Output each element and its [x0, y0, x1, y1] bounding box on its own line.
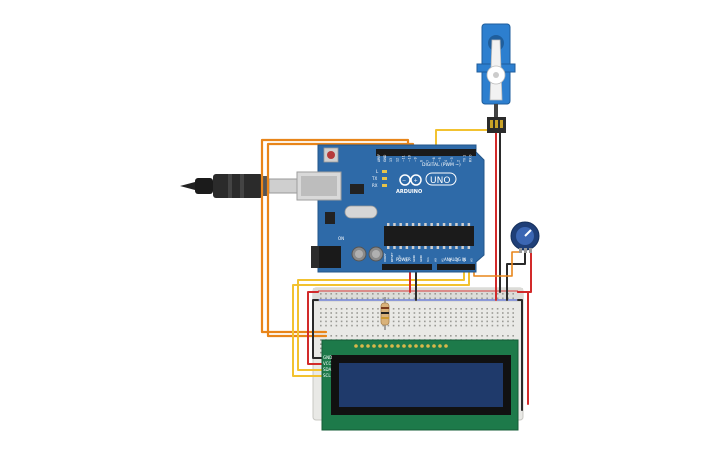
- servo-motor: [476, 23, 516, 133]
- power-header: [382, 264, 432, 270]
- pin-label-bottom: 5V: [405, 257, 409, 262]
- arduino-logo-icon: − +: [399, 174, 422, 186]
- led-label-rx: RX: [372, 183, 378, 188]
- on-label: ON: [338, 236, 344, 241]
- board-brand: ARDUINO: [396, 189, 422, 195]
- pin-label-top: RX 0: [469, 155, 473, 162]
- pin-label-top: 7: [426, 160, 430, 162]
- lcd-16x2: GND VCC SDA SCL: [321, 339, 519, 431]
- pin-label-top: GND: [383, 154, 387, 162]
- svg-text:−: −: [402, 178, 406, 184]
- pin-label-bottom: GND: [412, 254, 416, 262]
- pin-label-bottom: A3: [455, 258, 459, 262]
- analog-header: [437, 264, 475, 270]
- resistor: [380, 297, 390, 330]
- led-label-l: L: [376, 169, 379, 174]
- lcd-pin-vcc: VCC: [323, 361, 332, 366]
- pin-label-top: ~9: [414, 157, 418, 162]
- pin-label-bottom: RESET: [390, 252, 394, 262]
- pin-label-bottom: A1: [441, 258, 445, 262]
- usb-cable: [180, 174, 298, 198]
- pin-label-bottom: A5: [469, 258, 473, 262]
- digital-header: [376, 149, 476, 156]
- pin-label-top: 8: [420, 160, 424, 162]
- pin-label-top: ~10: [408, 155, 412, 162]
- led-label-tx: TX: [371, 176, 377, 181]
- board-model: UNO: [430, 176, 450, 186]
- lcd-top-pins: [354, 344, 448, 348]
- wire-yellow-a4: [297, 265, 465, 371]
- wire-pot-wiper: [506, 249, 526, 301]
- svg-text:+: +: [414, 178, 418, 184]
- atmega-chip: [384, 226, 474, 246]
- pin-label-top: 12: [395, 158, 399, 162]
- lcd-pin-sda: SDA: [323, 367, 332, 372]
- chip-pins: [387, 223, 471, 249]
- pin-label-top: TX 1: [462, 155, 466, 163]
- wire-yellow-a5: [292, 265, 470, 377]
- wire-right-red: [517, 291, 529, 405]
- wire-right-black: [517, 299, 523, 411]
- potentiometer: [510, 221, 540, 253]
- pin-label-bottom: 3.3V: [397, 254, 401, 262]
- wire-pot-signal: [473, 251, 521, 277]
- lcd-screen: [339, 363, 503, 407]
- analog-header-label: ANALOG IN: [444, 257, 466, 262]
- power-header-label: POWER: [396, 257, 411, 262]
- pin-label-bottom: IOREF: [383, 253, 387, 262]
- pin-label-bottom: A4: [462, 258, 466, 262]
- wire-lcd-vcc: [307, 291, 327, 365]
- pin-label-bottom: A0: [433, 258, 437, 262]
- pin-label-bottom: A2: [448, 258, 452, 262]
- pin-label-top: ~11: [401, 155, 405, 162]
- digital-header-label: DIGITAL (PWM ~): [422, 162, 461, 168]
- pin-label-bottom: GND: [419, 254, 423, 262]
- lcd-pin-scl: SCL: [323, 373, 331, 378]
- pin-label-top: 4: [444, 160, 448, 162]
- pin-label-top: ~5: [438, 157, 442, 162]
- pin-label-top: 13: [389, 158, 393, 162]
- arduino-uno: L TX RX − + ARDUINO UNO DIGITAL (PWM ~) …: [296, 144, 485, 273]
- pin-label-top: AREF: [377, 154, 381, 162]
- pin-label-top: 2: [456, 160, 460, 162]
- wire-lcd-gnd: [312, 299, 327, 359]
- crystal: [344, 205, 378, 219]
- pin-label-top: ~3: [450, 157, 454, 162]
- pin-label-bottom: Vin: [426, 257, 430, 262]
- lcd-pin-gnd: GND: [323, 355, 332, 360]
- pin-label-top: ~6: [432, 157, 436, 162]
